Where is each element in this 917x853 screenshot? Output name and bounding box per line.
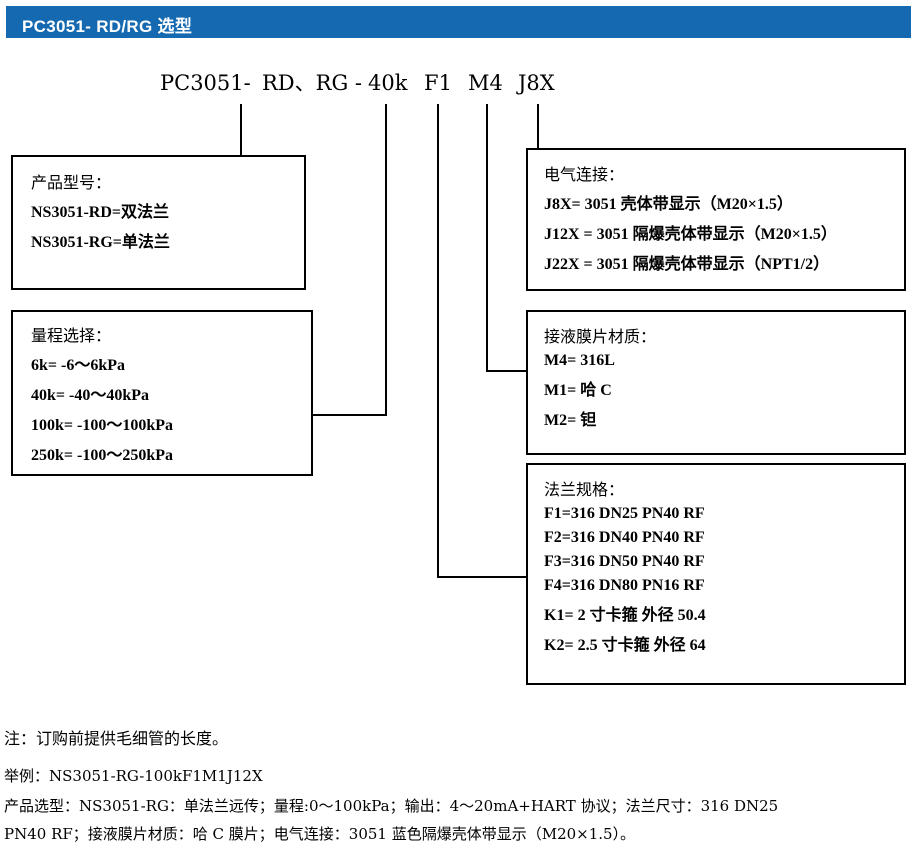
box-range-selection-title: 量程选择： — [31, 326, 112, 345]
box-diaphragm-material-line-3: M2= 钽 — [544, 412, 597, 429]
box-flange-spec-line-1: F1=316 DN25 PN40 RF — [544, 505, 705, 522]
box-flange-spec-line-5: K1= 2 寸卡箍 外径 50.4 — [544, 607, 706, 624]
note-selection-line-2: PN40 RF；接液膜片材质：哈 C 膜片；电气连接：3051 蓝色隔爆壳体带显… — [4, 825, 636, 843]
box-range-selection-line-4: 250k= -100～250kPa — [31, 447, 174, 464]
connector-flange-horizontal — [437, 576, 527, 578]
box-flange-spec-line-6: K2= 2.5 寸卡箍 外径 64 — [544, 637, 706, 654]
box-diaphragm-material-line-1: M4= 316L — [544, 352, 615, 369]
code-token-range: 40k — [368, 71, 408, 95]
box-electrical-connection-line-2: J12X = 3051 隔爆壳体带显示（M20×1.5） — [544, 226, 837, 243]
box-diaphragm-material-line-2: M1= 哈 C — [544, 382, 612, 399]
page-title: PC3051- RD/RG 选型 — [22, 17, 193, 36]
header-bar — [6, 6, 911, 38]
box-flange-spec-line-3: F3=316 DN50 PN40 RF — [544, 553, 705, 570]
box-product-model-title: 产品型号： — [31, 173, 112, 192]
box-electrical-connection: 电气连接： J8X= 3051 壳体带显示（M20×1.5） J12X = 30… — [526, 148, 906, 291]
note-selection-line-1: 产品选型：NS3051-RG：单法兰远传；量程:0～100kPa；输出：4～20… — [4, 797, 779, 815]
box-electrical-connection-line-3: J22X = 3051 隔爆壳体带显示（NPT1/2） — [544, 256, 830, 273]
box-diaphragm-material: 接液膜片材质： M4= 316L M1= 哈 C M2= 钽 — [526, 310, 906, 455]
box-flange-spec-line-2: F2=316 DN40 PN40 RF — [544, 529, 705, 546]
connector-range-horizontal — [305, 414, 387, 416]
box-range-selection: 量程选择： 6k= -6～6kPa 40k= -40～40kPa 100k= -… — [11, 310, 313, 476]
box-range-selection-line-2: 40k= -40～40kPa — [31, 387, 150, 404]
connector-material-vertical — [486, 104, 488, 372]
note-capillary: 注：订购前提供毛细管的长度。 — [4, 729, 229, 748]
box-product-model-line-1: NS3051-RD=双法兰 — [31, 204, 170, 221]
box-product-model: 产品型号： NS3051-RD=双法兰 NS3051-RG=单法兰 — [11, 155, 306, 290]
connector-material-horizontal — [486, 370, 527, 372]
box-range-selection-line-1: 6k= -6～6kPa — [31, 357, 126, 374]
box-electrical-connection-title: 电气连接： — [544, 165, 625, 184]
code-token-material: M4 — [468, 71, 503, 95]
note-example: 举例：NS3051-RG-100kF1M1J12X — [4, 767, 263, 785]
connector-flange-vertical — [437, 104, 439, 578]
box-diaphragm-material-title: 接液膜片材质： — [544, 327, 657, 346]
code-token-type: RD、RG - — [262, 71, 363, 95]
model-code-row: PC3051- RD、RG - 40k F1 M4 J8X — [0, 70, 917, 98]
connector-range-vertical — [385, 104, 387, 416]
code-token-flange: F1 — [424, 71, 452, 95]
code-token-series: PC3051- — [160, 71, 251, 95]
box-flange-spec-line-4: F4=316 DN80 PN16 RF — [544, 577, 705, 594]
box-range-selection-line-3: 100k= -100～100kPa — [31, 417, 174, 434]
connector-product-model — [240, 104, 242, 156]
code-token-electrical: J8X — [518, 71, 555, 95]
box-flange-spec-title: 法兰规格： — [544, 480, 625, 499]
box-electrical-connection-line-1: J8X= 3051 壳体带显示（M20×1.5） — [544, 196, 793, 213]
box-flange-spec: 法兰规格： F1=316 DN25 PN40 RF F2=316 DN40 PN… — [526, 463, 906, 685]
connector-electrical-vertical — [537, 104, 539, 148]
box-product-model-line-2: NS3051-RG=单法兰 — [31, 234, 170, 251]
